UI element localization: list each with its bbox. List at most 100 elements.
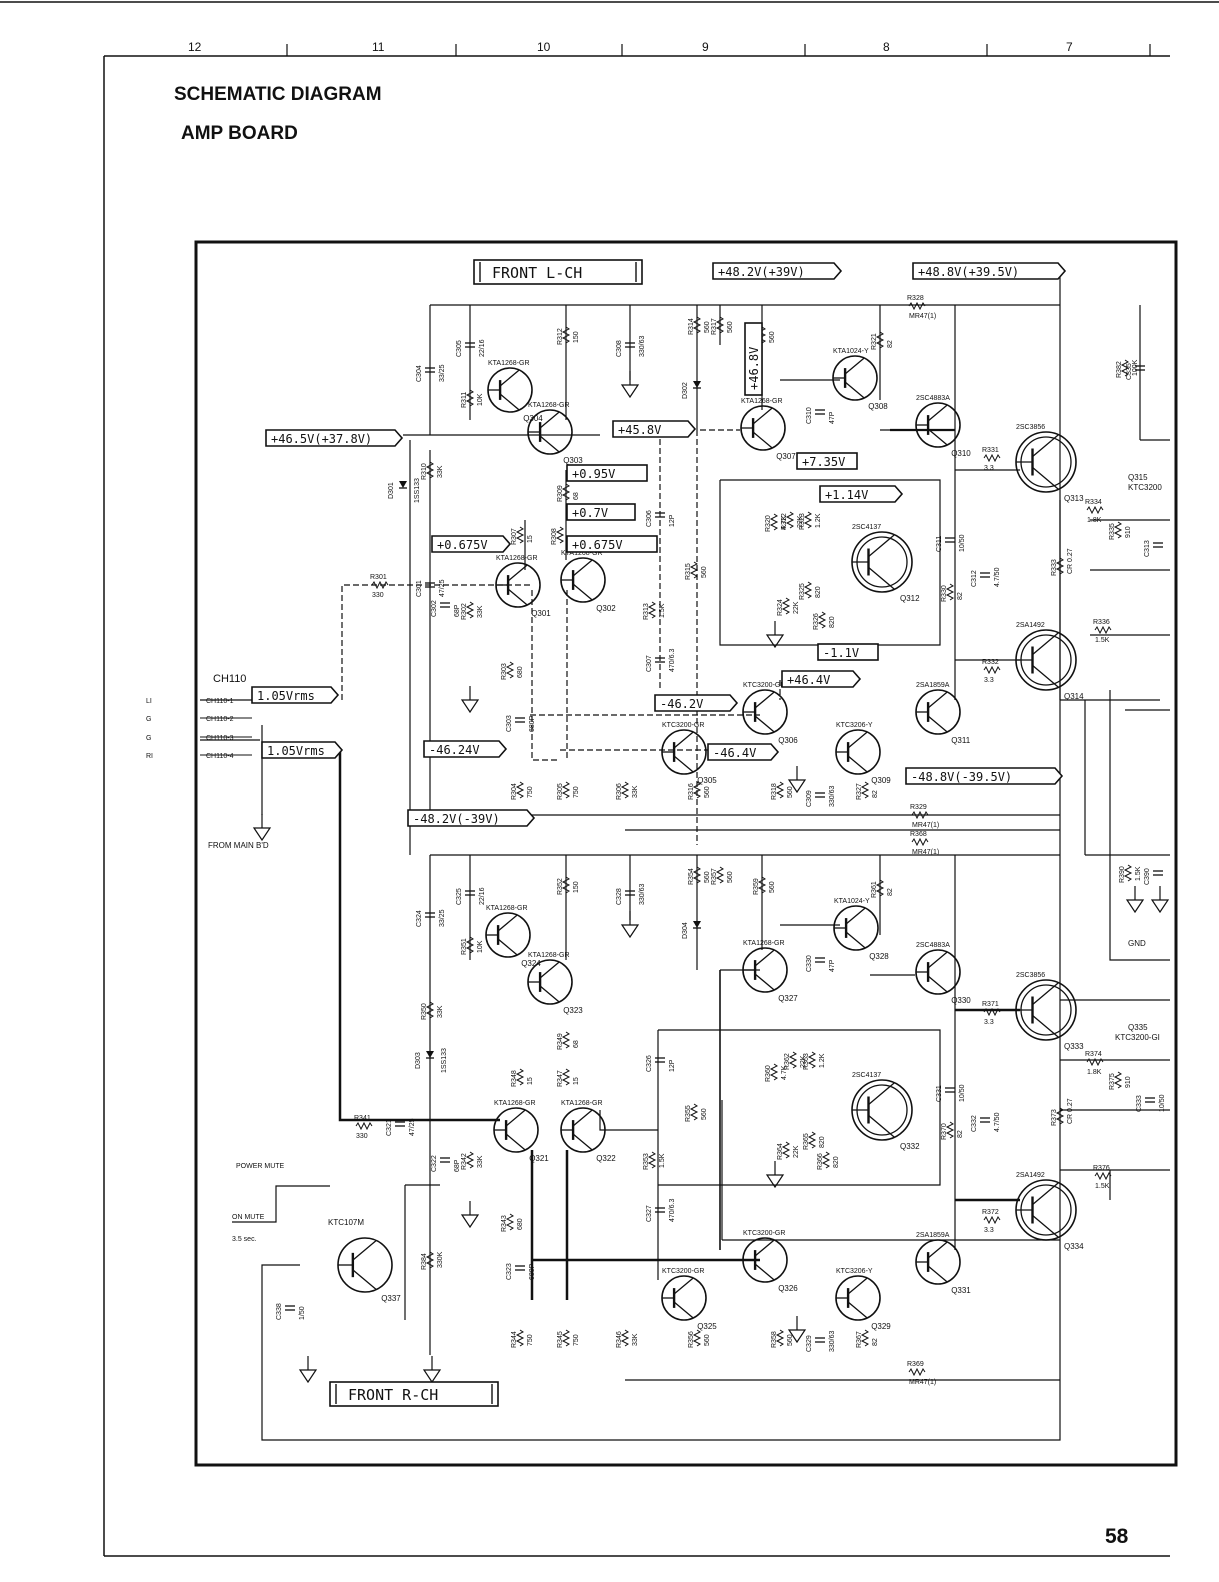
flag-text: +48.2V(+39V) [718, 265, 805, 279]
connector-pin: CH110-3 [206, 735, 234, 742]
transistor-collector [754, 949, 775, 967]
resistor-ref: R361 [871, 881, 878, 898]
transistor-emitter [844, 381, 865, 399]
resistor-value: 560 [701, 566, 708, 578]
connector-signal: G [146, 716, 151, 723]
node-plus7-35: +7.35V [796, 452, 858, 470]
box-outline [744, 322, 763, 396]
resistor-value: 82 [887, 888, 894, 896]
node-plus46-8: +46.8V [744, 322, 763, 396]
box-text: +0.95V [572, 467, 615, 481]
resistor-value: 1.8K [1087, 517, 1102, 524]
capacitor-value: 47P [829, 959, 836, 972]
resistor-ref: R330 [941, 585, 948, 602]
resistor-ref: R363 [803, 1053, 810, 1070]
box-outline [566, 464, 648, 482]
capacitor-ref: C307 [646, 655, 653, 672]
diode-ref: D302 [682, 382, 689, 399]
diode-ref: D301 [388, 482, 395, 499]
flag-text: +48.8V(+39.5V) [918, 265, 1019, 279]
capacitor-value: 680P [529, 1263, 536, 1280]
capacitor-ref: C313 [1144, 540, 1151, 557]
wire [719, 479, 941, 646]
capacitor-ref: C303 [506, 715, 513, 732]
resistor-value: 560 [701, 1108, 708, 1120]
ruler-number: 8 [883, 40, 890, 54]
resistor-zigzag [715, 866, 725, 884]
ground-icon [620, 384, 640, 399]
rail-flag-minus48-2: -48.2V(-39V) [407, 809, 536, 827]
transistor-collector [927, 691, 948, 709]
resistor-zigzag [689, 1103, 699, 1121]
flag-outline [707, 743, 780, 761]
capacitor-ref: C311 [936, 536, 943, 552]
resistor-zigzag [1123, 864, 1133, 882]
capacitor-value: 470/6.3 [669, 649, 676, 672]
box-text: +46.8V [747, 347, 761, 390]
transistor-collector [507, 564, 528, 582]
resistor-value: 1.2K [819, 1053, 826, 1068]
capacitor-ref: C308 [616, 340, 623, 357]
box-text: -1.1V [823, 646, 859, 660]
resistor-value: 4.7K [781, 1065, 788, 1080]
transistor-emitter [752, 431, 773, 449]
transistor-collector [1032, 632, 1059, 656]
transistor-part: 2SA1492 [1016, 622, 1045, 629]
resistor-value: 910 [1125, 1076, 1132, 1088]
transistor-emitter [927, 715, 948, 733]
capacitor-icon: C390 [1144, 868, 1163, 885]
transistor-emitter [868, 566, 895, 590]
transistor-ref: Q323 [563, 1006, 583, 1015]
banner-front-l-ch: FRONT L-CH [473, 259, 643, 285]
resistor-ref: R369 [907, 1361, 924, 1368]
transistor-icon: Q337 [337, 1237, 401, 1303]
transistor-emitter [754, 973, 775, 991]
resistor-value: 33K [477, 605, 484, 618]
resistor-value: 560 [704, 1334, 711, 1346]
resistor-value: 82 [872, 790, 879, 798]
resistor-value: 15 [573, 1077, 580, 1085]
resistor-value: 1.5K [659, 1153, 666, 1168]
resistor-ref: R327 [856, 783, 863, 800]
transistor-collector [673, 1277, 694, 1295]
resistor-ref: R311 [461, 392, 468, 408]
capacitor-value: 33/25 [439, 909, 446, 927]
transistor-collector [927, 951, 948, 969]
flag-text: +46.5V(+37.8V) [271, 432, 372, 446]
resistor-ref: R310 [421, 463, 428, 480]
mute-on-label: ON MUTE [232, 1214, 265, 1221]
resistor-zigzag [689, 561, 699, 579]
resistor-value: 560 [704, 321, 711, 333]
resistor-value: 10K [477, 393, 484, 406]
resistor-ref: R314 [688, 318, 695, 335]
capacitor-value: 33/25 [439, 364, 446, 382]
transistor-emitter [754, 1263, 775, 1281]
resistor-ref: R360 [765, 1065, 772, 1082]
diode-body [693, 381, 701, 388]
capacitor-value: 10/50 [959, 1084, 966, 1102]
diode-icon: D302 [682, 381, 701, 399]
resistor-ref: R342 [461, 1153, 468, 1170]
flag-text: +45.8V [618, 423, 661, 437]
page-title: SCHEMATIC DIAGRAM [174, 84, 382, 105]
resistor-zigzag [620, 781, 630, 799]
resistor-zigzag [803, 581, 813, 599]
resistor-ref: R358 [771, 1331, 778, 1348]
diode-body [426, 1051, 434, 1058]
transistor-part: 2SC4137 [852, 524, 881, 531]
transistor-part: 2SC4137 [852, 1072, 881, 1079]
